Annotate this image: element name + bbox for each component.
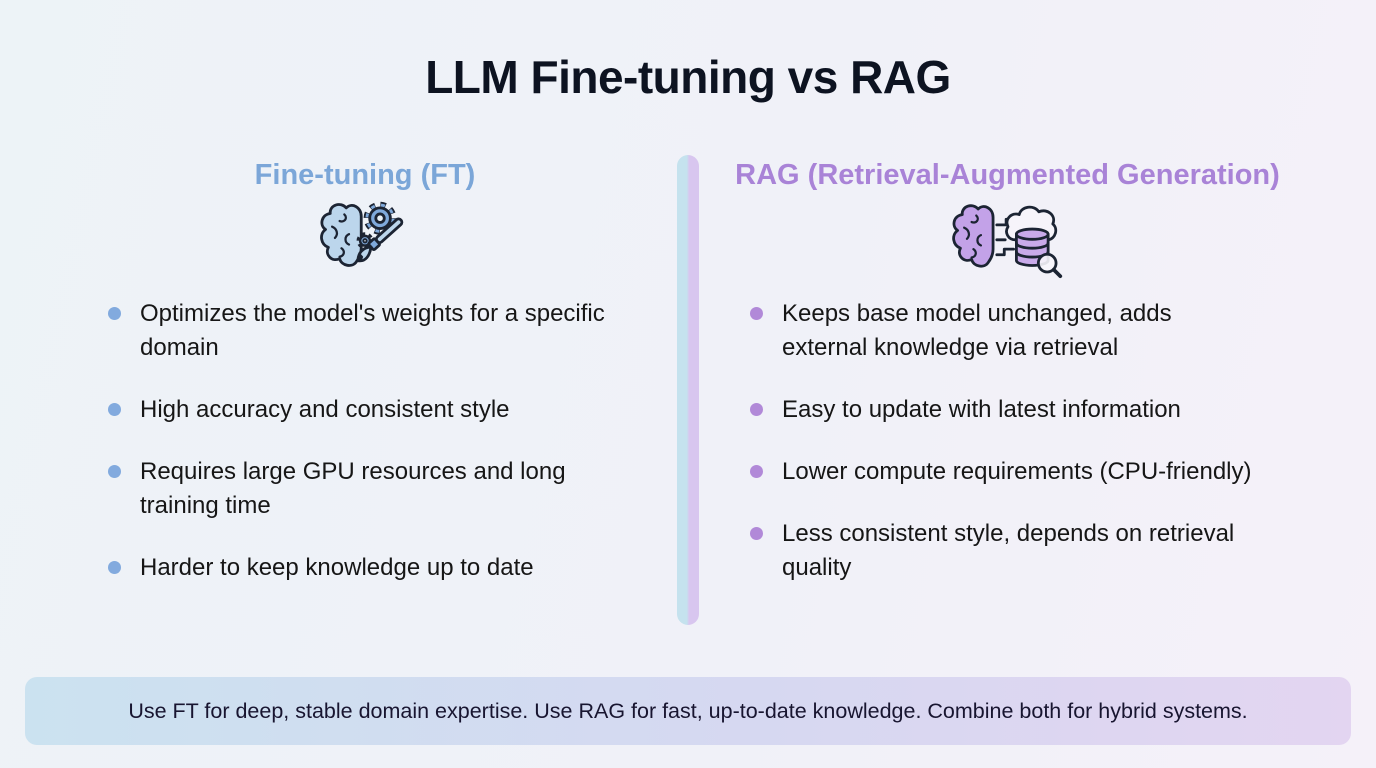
bullet-dot bbox=[108, 403, 121, 416]
bullet-dot bbox=[750, 403, 763, 416]
bullet-text: High accuracy and consistent style bbox=[140, 396, 510, 423]
bullet-text: Lower compute requirements (CPU-friendly… bbox=[782, 458, 1252, 485]
bullet-text: Easy to update with latest information bbox=[782, 396, 1181, 423]
summary-banner: Use FT for deep, stable domain expertise… bbox=[25, 677, 1351, 745]
list-item: Less consistent style, depends on retrie… bbox=[735, 517, 1280, 585]
bullet-dot bbox=[750, 307, 763, 320]
bullet-dot bbox=[108, 561, 121, 574]
summary-text: Use FT for deep, stable domain expertise… bbox=[128, 698, 1248, 723]
column-divider bbox=[677, 155, 699, 625]
magnifier-icon bbox=[1036, 252, 1062, 279]
rag-column: RAG (Retrieval-Augmented Generation) bbox=[735, 157, 1280, 585]
list-item: Keeps base model unchanged, adds externa… bbox=[735, 297, 1280, 365]
list-item: Harder to keep knowledge up to date bbox=[95, 551, 635, 585]
bullet-dot bbox=[750, 465, 763, 478]
fine-tuning-column: Fine-tuning (FT) bbox=[95, 157, 635, 585]
rag-heading: RAG (Retrieval-Augmented Generation) bbox=[735, 159, 1280, 191]
bullet-text: Optimizes the model's weights for a spec… bbox=[140, 300, 605, 361]
list-item: Easy to update with latest information bbox=[735, 393, 1280, 427]
fine-tuning-heading: Fine-tuning (FT) bbox=[254, 159, 476, 191]
list-item: Optimizes the model's weights for a spec… bbox=[95, 297, 635, 365]
bullet-dot bbox=[108, 307, 121, 320]
bullet-text: Harder to keep knowledge up to date bbox=[140, 554, 534, 581]
bullet-text: Less consistent style, depends on retrie… bbox=[782, 520, 1235, 581]
bullet-dot bbox=[750, 527, 763, 540]
brain-cloud-database-magnifier-icon bbox=[951, 204, 1062, 279]
bullet-text: Requires large GPU resources and long tr… bbox=[140, 458, 566, 519]
bullet-dot bbox=[108, 465, 121, 478]
list-item: Lower compute requirements (CPU-friendly… bbox=[735, 455, 1280, 489]
fine-tuning-icon-wrap bbox=[95, 193, 635, 281]
fine-tuning-bullet-list: Optimizes the model's weights for a spec… bbox=[95, 297, 635, 585]
list-item: High accuracy and consistent style bbox=[95, 393, 635, 427]
bullet-text: Keeps base model unchanged, adds externa… bbox=[782, 300, 1172, 361]
brain-icon bbox=[320, 203, 363, 267]
rag-icon-wrap bbox=[735, 193, 1280, 281]
brain-icon bbox=[951, 204, 994, 268]
page-title: LLM Fine-tuning vs RAG bbox=[425, 51, 951, 103]
list-item: Requires large GPU resources and long tr… bbox=[95, 455, 635, 523]
rag-bullet-list: Keeps base model unchanged, adds externa… bbox=[735, 297, 1280, 585]
brain-gears-paintbrush-icon bbox=[320, 201, 404, 267]
paintbrush-icon bbox=[356, 217, 404, 263]
